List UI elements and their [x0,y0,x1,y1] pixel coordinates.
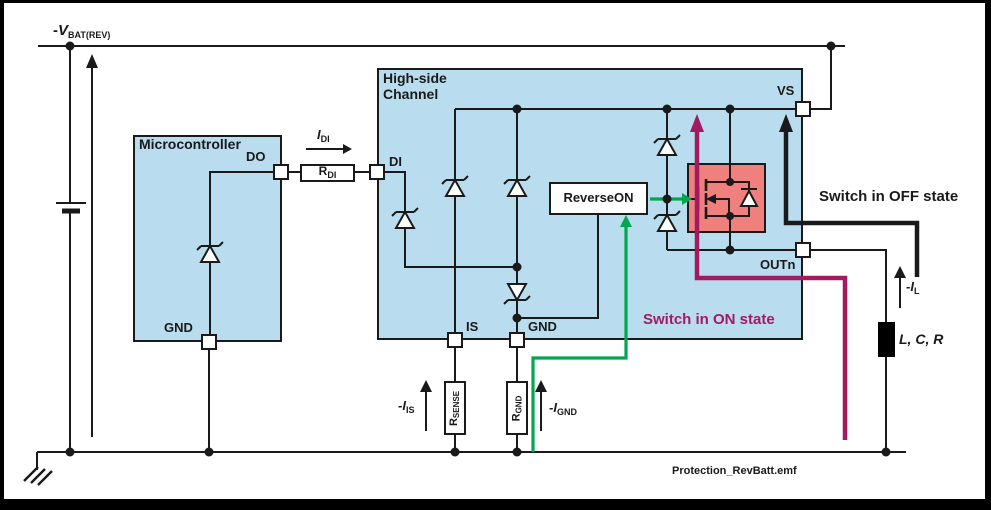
vbat-label: -VBAT(REV) [53,22,111,40]
is-pin-label: IS [466,319,479,334]
rsense-label: RSENSE [448,390,462,426]
reverseon-label: ReverseON [563,190,634,206]
di-pin-label: DI [389,154,402,169]
iis-current-arrow [420,380,432,431]
idi-current-arrow [306,144,352,154]
frame-border-left [0,0,4,510]
outn-pin [795,242,811,258]
load-label: L, C, R [899,331,944,347]
ground-symbol-icon [23,466,53,486]
microcontroller-gnd-pin [201,334,217,350]
rgnd-label: RGND [510,395,524,421]
il-current-arrow [894,266,906,308]
vs-pin [795,101,811,117]
load-component [878,322,895,357]
il-label: -IL [906,279,920,296]
on-state-annotation: Switch in ON state [643,311,775,328]
filename-label: Protection_RevBatt.emf [672,465,797,477]
microcontroller-title: Microcontroller [139,136,241,152]
is-pin [447,332,463,348]
reverseon-block: ReverseON [549,182,648,215]
gnd-pin-label: GND [528,319,557,334]
off-state-annotation: Switch in OFF state [819,188,959,205]
do-pin [273,164,289,180]
battery-icon [56,202,86,214]
vs-pin-label: VS [777,83,795,98]
microcontroller-gnd-label: GND [164,320,193,335]
outn-pin-label: OUTn [760,257,796,272]
gnd-pin [509,332,525,348]
microcontroller-box [133,135,282,342]
rdi-resistor: RDI [300,164,355,182]
frame-border-bottom [0,499,991,510]
ignd-label: -IGND [549,400,577,417]
frame-border-top [0,0,991,3]
ignd-current-arrow [535,380,547,431]
vbat-arrow [86,54,98,437]
do-pin-label: DO [246,149,266,164]
frame-border-right [985,0,991,510]
mosfet-box [687,163,766,233]
di-pin [369,164,385,180]
idi-label: IDI [317,127,330,144]
iis-label: -IIS [398,398,415,415]
